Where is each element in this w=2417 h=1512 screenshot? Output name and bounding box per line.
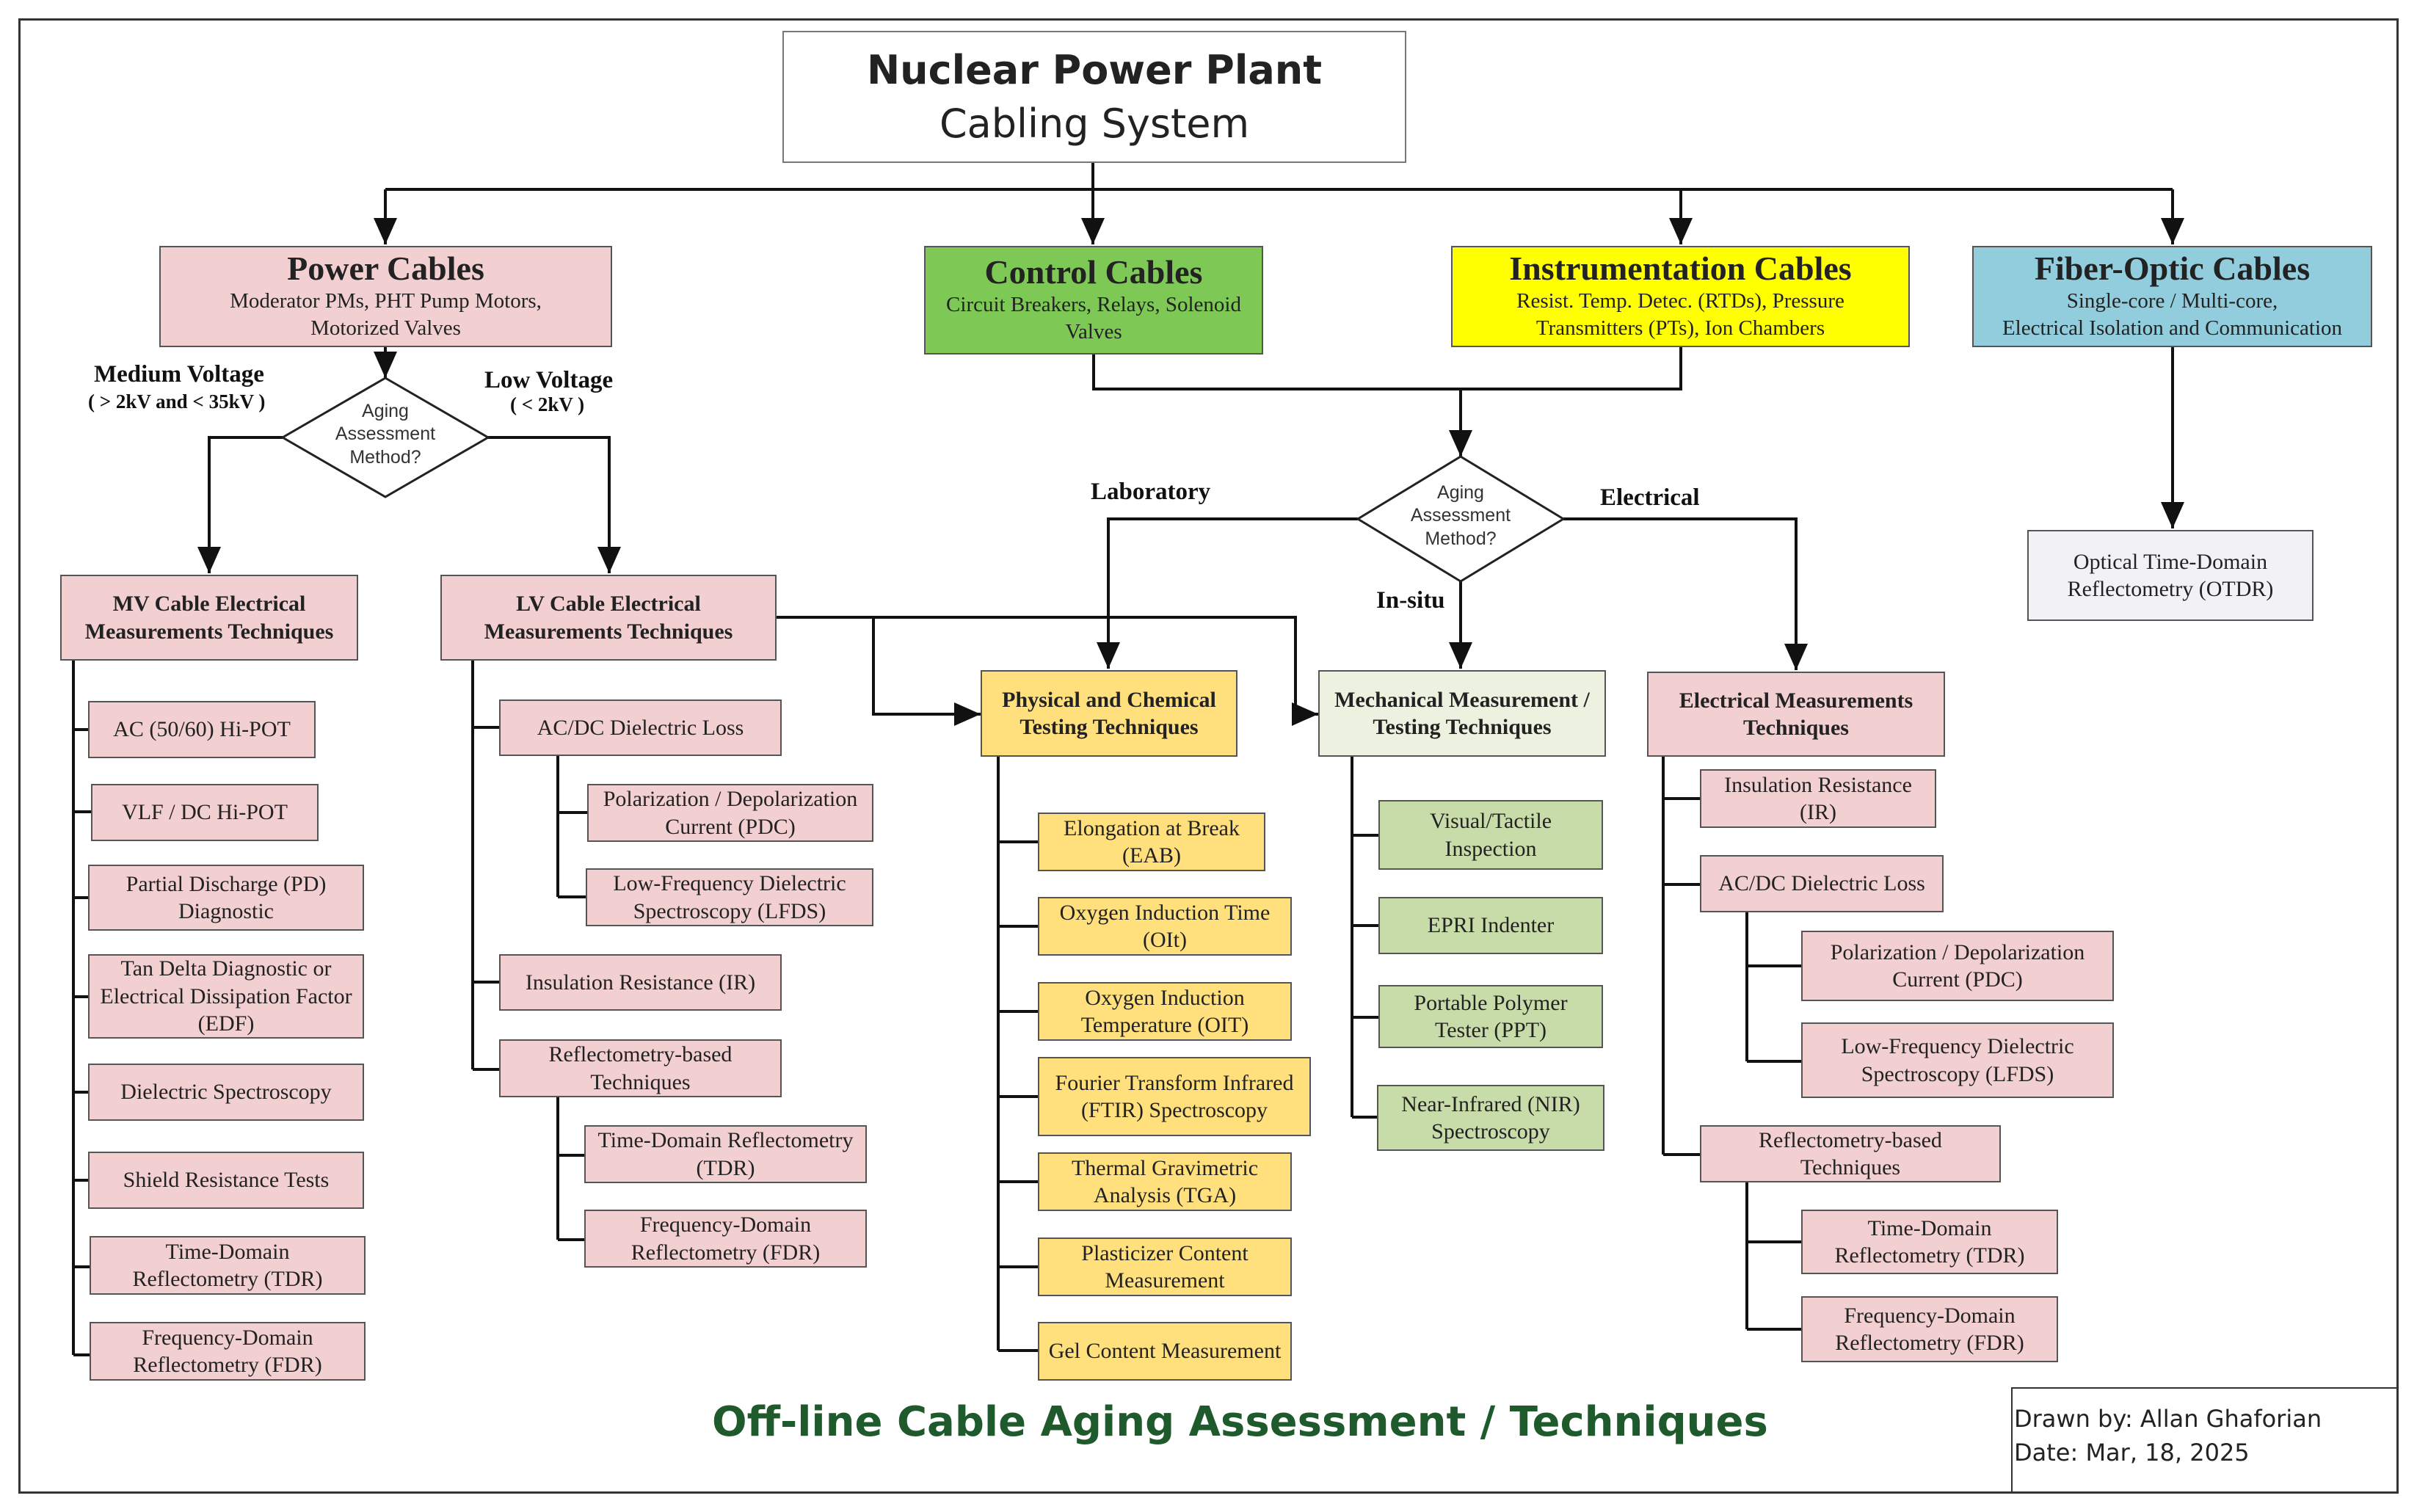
- root-title: Nuclear Power Plant: [866, 46, 1323, 93]
- decision-center-text: Aging Assessment Method?: [1410, 482, 1511, 549]
- connector-lv-right: [777, 616, 1297, 714]
- mech-item-visual-tactile: Visual/Tactile Inspection: [1378, 800, 1603, 870]
- connector-to-physchem: [1097, 517, 1358, 669]
- control-cables-title: Control Cables: [984, 253, 1203, 291]
- instrumentation-cables-title: Instrumentation Cables: [1509, 250, 1852, 288]
- fiber-optic-cables-title: Fiber-Optic Cables: [2034, 250, 2311, 288]
- root-subtitle: Cabling System: [939, 101, 1250, 147]
- physchem-item-eab: Elongation at Break (EAB): [1038, 813, 1265, 871]
- drawn-date: Date: Mar, 18, 2025: [2014, 1439, 2250, 1467]
- label-electrical: Electrical: [1600, 484, 1700, 511]
- mv-item-tan-delta: Tan Delta Diagnostic or Electrical Dissi…: [88, 954, 364, 1039]
- label-medium-voltage: Medium Voltage: [94, 361, 264, 388]
- instrumentation-cables-desc-2: Transmitters (PTs), Ion Chambers: [1535, 316, 1825, 341]
- mv-item-fdr: Frequency-Domain Reflectometry (FDR): [90, 1322, 366, 1381]
- label-medium-voltage-range: ( > 2kV and < 35kV ): [88, 390, 266, 412]
- physchem-item-ftir: Fourier Transform Infrared (FTIR) Spectr…: [1038, 1057, 1311, 1136]
- label-laboratory: Laboratory: [1091, 479, 1211, 505]
- elec-item-lfds: Low-Frequency Dielectric Spectroscopy (L…: [1801, 1022, 2114, 1098]
- label-in-situ: In-situ: [1376, 587, 1445, 614]
- control-cables-desc-2: Valves: [1065, 320, 1122, 344]
- category-control-cables: Control Cables Circuit Breakers, Relays,…: [924, 246, 1263, 355]
- drawn-by: Drawn by: Allan Ghaforian: [2014, 1405, 2322, 1433]
- physchem-item-tga: Thermal Gravimetric Analysis (TGA): [1038, 1152, 1292, 1211]
- physchem-techniques-header: Physical and Chemical Testing Techniques: [981, 670, 1237, 757]
- lv-item-reflectometry: Reflectometry-based Techniques: [499, 1039, 782, 1097]
- mv-item-shield-resistance: Shield Resistance Tests: [88, 1152, 364, 1209]
- power-cables-desc-2: Motorized Valves: [310, 316, 461, 341]
- mv-item-ac-hipot: AC (50/60) Hi-POT: [88, 701, 316, 758]
- mv-item-tdr: Time-Domain Reflectometry (TDR): [90, 1236, 366, 1295]
- mv-item-dielectric-spectroscopy: Dielectric Spectroscopy: [88, 1064, 364, 1121]
- lv-item-pdc: Polarization / Depolarization Current (P…: [587, 784, 873, 842]
- mech-item-epri-indenter: EPRI Indenter: [1378, 897, 1603, 954]
- footer-title: Off-line Cable Aging Assessment / Techni…: [712, 1398, 1768, 1446]
- connector-lv-to-physchem: [872, 617, 981, 726]
- decision-left-text: Aging Assessment Method?: [335, 401, 436, 468]
- lv-item-fdr: Frequency-Domain Reflectometry (FDR): [584, 1210, 867, 1268]
- mv-item-vlf-dc-hipot: VLF / DC Hi-POT: [91, 784, 319, 841]
- elec-item-pdc: Polarization / Depolarization Current (P…: [1801, 931, 2114, 1001]
- mech-techniques-header: Mechanical Measurement / Testing Techniq…: [1318, 670, 1606, 757]
- lv-item-insulation-resistance: Insulation Resistance (IR): [499, 954, 782, 1011]
- lv-item-tdr: Time-Domain Reflectometry (TDR): [584, 1125, 867, 1183]
- elec-techniques-header: Electrical Measurements Techniques: [1647, 672, 1945, 757]
- decision-diamond-left: [280, 377, 490, 498]
- connector-control-merge: [1092, 347, 1682, 390]
- elec-item-insulation-resistance: Insulation Resistance (IR): [1700, 769, 1936, 828]
- physchem-item-oit-time: Oxygen Induction Time (OIt): [1038, 897, 1292, 956]
- lv-techniques-header: LV Cable Electrical Measurements Techniq…: [440, 575, 777, 661]
- label-low-voltage-range: ( < 2kV ): [510, 393, 585, 415]
- connector-to-mv: [197, 436, 283, 573]
- elec-item-tdr: Time-Domain Reflectometry (TDR): [1801, 1210, 2058, 1274]
- decision-diamond-center: [1356, 455, 1566, 583]
- mv-item-partial-discharge: Partial Discharge (PD) Diagnostic: [88, 865, 364, 931]
- fiber-optic-cables-desc-2: Electrical Isolation and Communication: [2002, 316, 2343, 341]
- instrumentation-cables-desc-1: Resist. Temp. Detec. (RTDs), Pressure: [1516, 288, 1844, 313]
- root-node: Nuclear Power Plant Cabling System: [782, 31, 1406, 163]
- connector-to-elec: [1563, 517, 1808, 670]
- category-power-cables: Power Cables Moderator PMs, PHT Pump Mot…: [159, 246, 612, 347]
- category-instrumentation-cables: Instrumentation Cables Resist. Temp. Det…: [1451, 246, 1910, 347]
- elec-item-reflectometry: Reflectometry-based Techniques: [1700, 1125, 2001, 1182]
- label-low-voltage: Low Voltage: [484, 367, 614, 393]
- mech-item-ppt: Portable Polymer Tester (PPT): [1378, 985, 1603, 1048]
- elec-item-dielectric-loss: AC/DC Dielectric Loss: [1700, 855, 1944, 912]
- mech-item-nir: Near-Infrared (NIR) Spectroscopy: [1377, 1085, 1604, 1151]
- otdr-node: Optical Time-Domain Reflectometry (OTDR): [2027, 530, 2314, 621]
- power-cables-title: Power Cables: [287, 250, 484, 288]
- connector-to-lv: [488, 436, 621, 573]
- lv-item-lfds: Low-Frequency Dielectric Spectroscopy (L…: [586, 868, 873, 926]
- credits-box: Drawn by: Allan Ghaforian Date: Mar, 18,…: [2011, 1387, 2399, 1494]
- diagram-frame: [18, 18, 2399, 1494]
- mv-techniques-header: MV Cable Electrical Measurements Techniq…: [60, 575, 358, 661]
- elec-item-fdr: Frequency-Domain Reflectometry (FDR): [1801, 1296, 2058, 1362]
- category-fiber-optic-cables: Fiber-Optic Cables Single-core / Multi-c…: [1972, 246, 2372, 347]
- control-cables-desc-1: Circuit Breakers, Relays, Solenoid: [946, 292, 1241, 316]
- physchem-item-gel-content: Gel Content Measurement: [1038, 1322, 1292, 1381]
- power-cables-desc-1: Moderator PMs, PHT Pump Motors,: [230, 288, 542, 313]
- physchem-item-oit-temperature: Oxygen Induction Temperature (OIT): [1038, 982, 1292, 1041]
- fiber-optic-cables-desc-1: Single-core / Multi-core,: [2066, 288, 2278, 313]
- physchem-item-plasticizer: Plasticizer Content Measurement: [1038, 1237, 1292, 1296]
- lv-item-dielectric-loss: AC/DC Dielectric Loss: [499, 699, 782, 756]
